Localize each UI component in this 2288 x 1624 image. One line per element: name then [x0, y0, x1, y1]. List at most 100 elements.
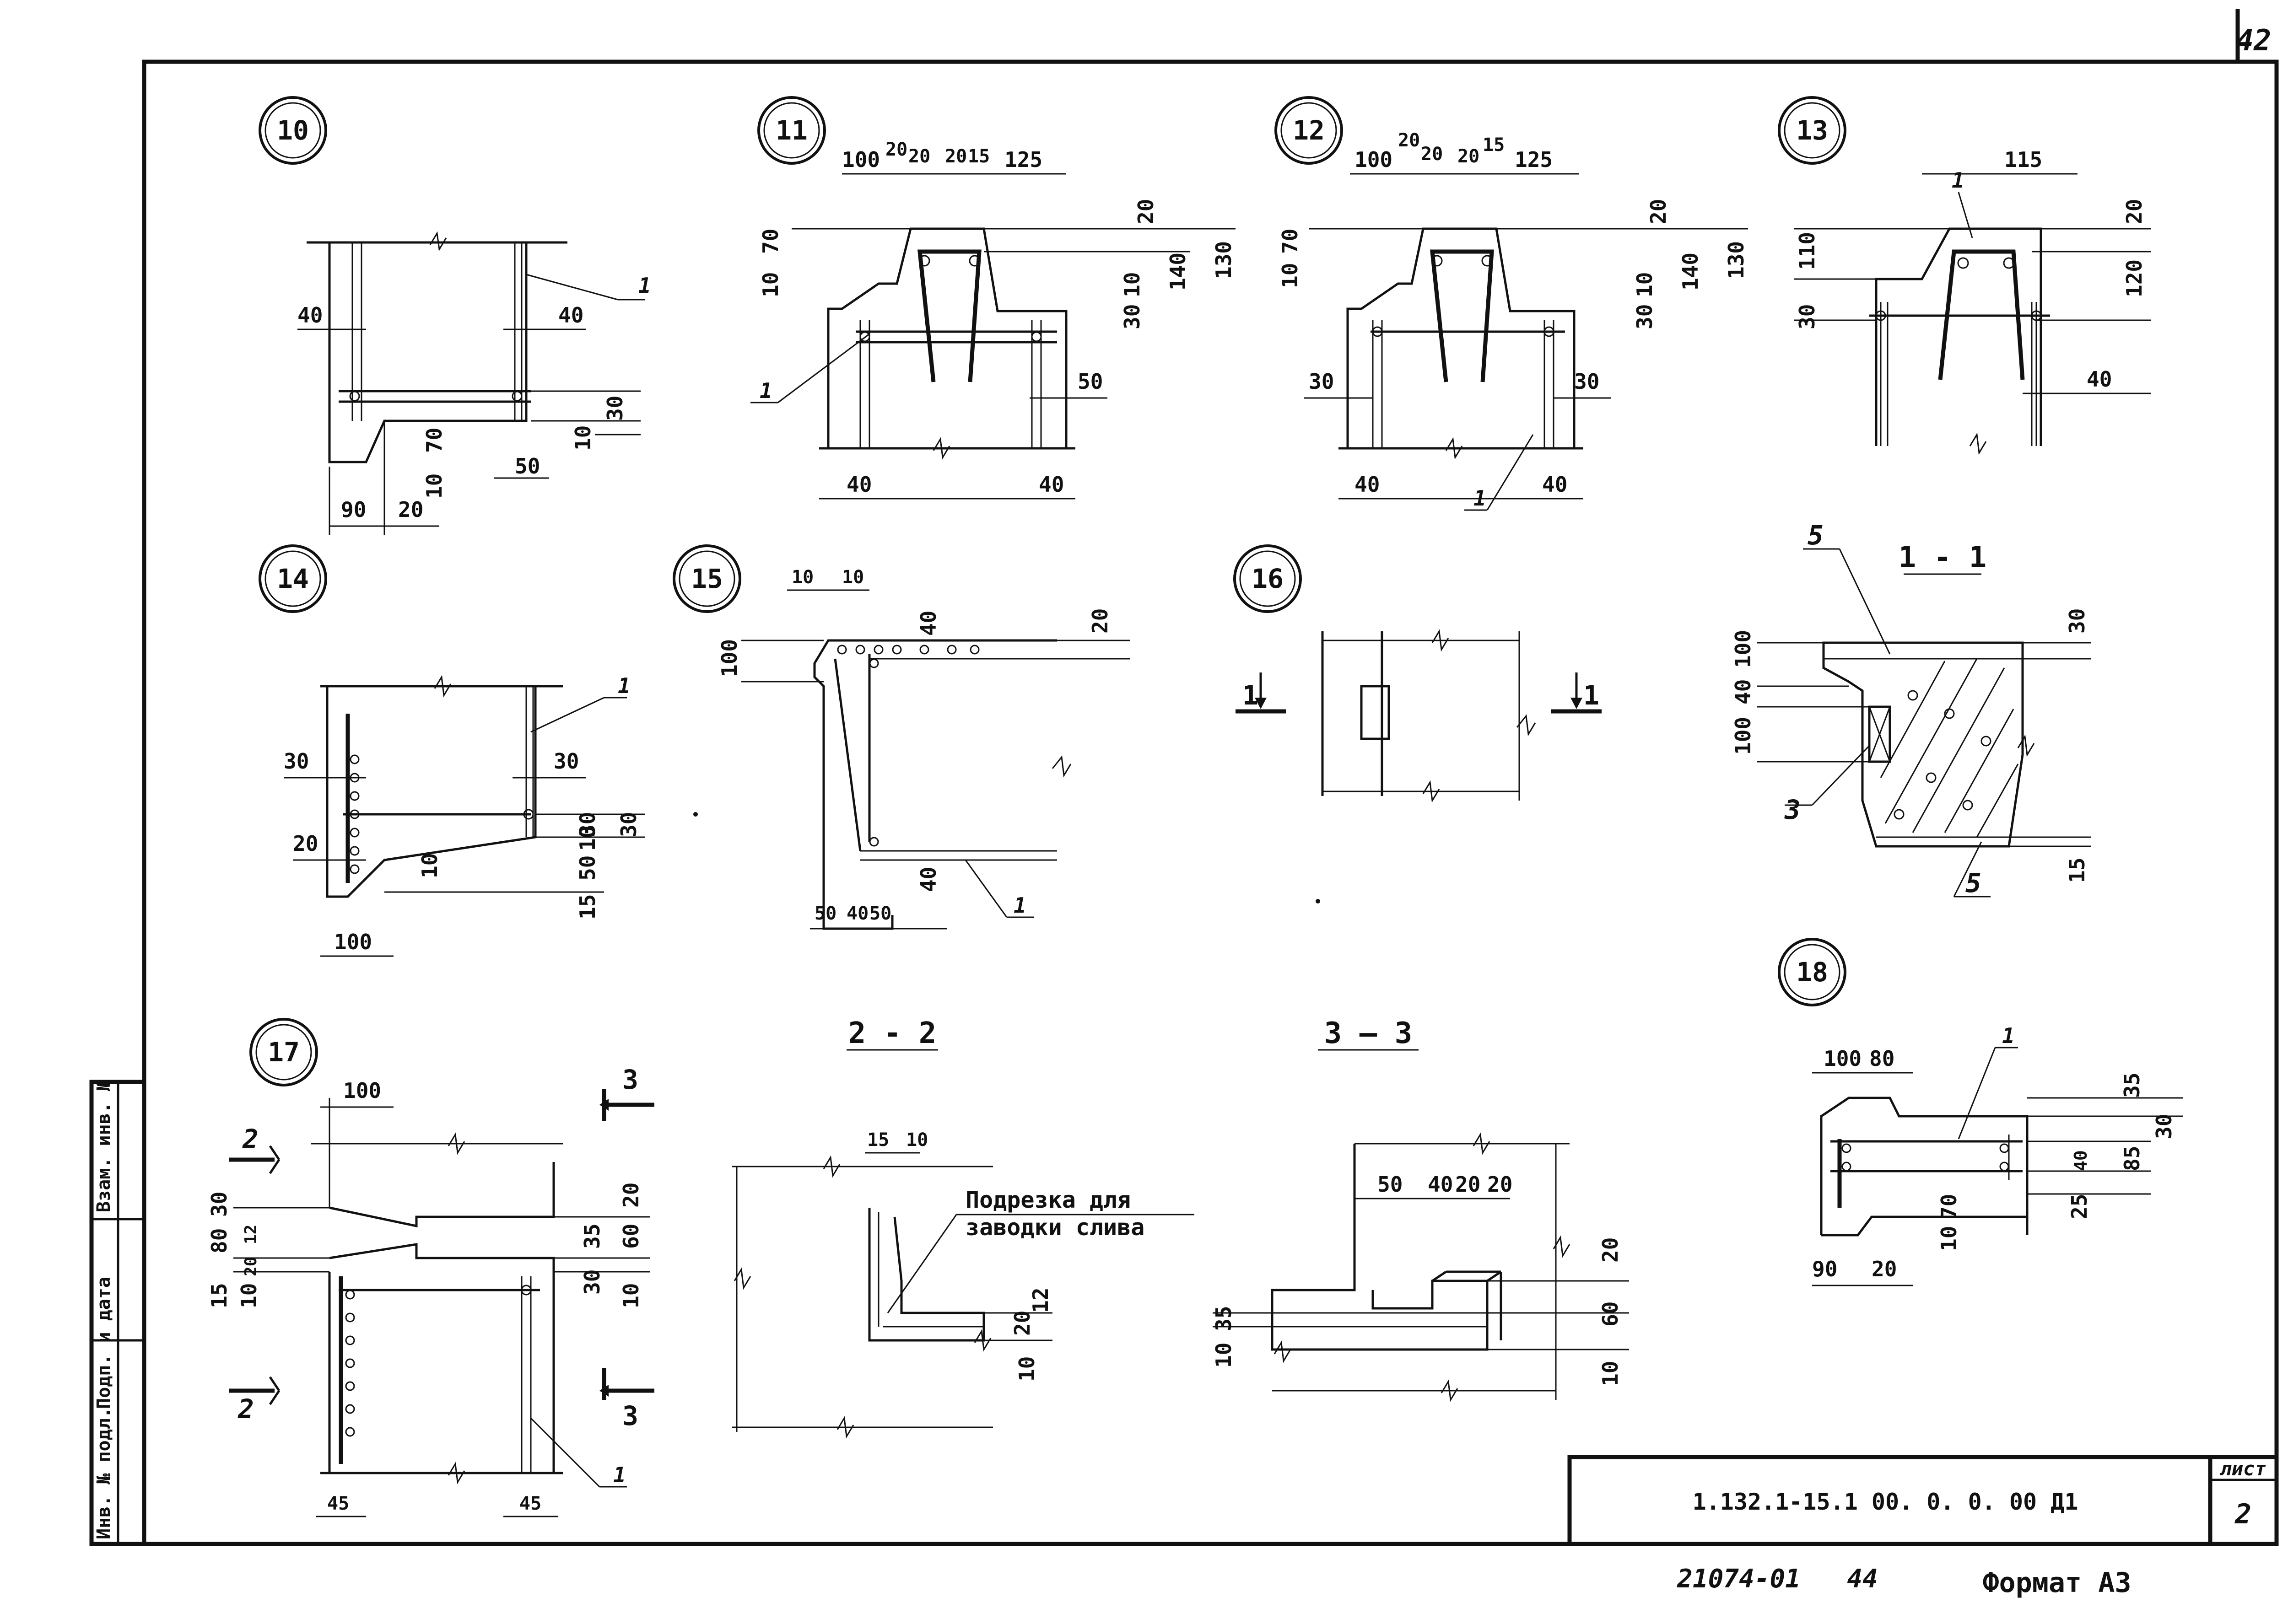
svg-text:20: 20: [619, 1183, 643, 1208]
node-16-drawing: 16 1 1: [1233, 544, 1602, 803]
node-11-drawing: 11 100 20 20 20 15 125 20 130 140 10 30 …: [750, 96, 1236, 500]
document-code: 1.132.1-15.1 00. 0. 0. 00 Д1: [1693, 1489, 2078, 1515]
svg-text:10: 10: [906, 1129, 928, 1151]
svg-text:15: 15: [867, 1129, 889, 1151]
svg-text:40: 40: [558, 303, 583, 328]
node-12-drawing: 12 100 20 20 20 15 125 20 130 140 10 30 …: [1274, 96, 1748, 511]
svg-text:115: 115: [2004, 147, 2042, 172]
node-13-label: 13: [1796, 115, 1828, 146]
svg-text:30: 30: [575, 812, 600, 837]
side-stamp-cell-replace: Взам. инв. №: [93, 1080, 114, 1212]
svg-text:40: 40: [916, 611, 941, 636]
svg-text:20: 20: [1646, 199, 1671, 224]
section-3-3-drawing: 3 — 3 50 40 20 20 20 60 35 10 10: [1211, 1016, 1629, 1402]
svg-text:30: 30: [616, 812, 641, 837]
svg-text:1: 1: [1952, 168, 1964, 193]
svg-text:20: 20: [1010, 1311, 1035, 1336]
svg-text:20: 20: [2122, 199, 2147, 224]
svg-text:100: 100: [717, 639, 742, 677]
page-number-bottom: 44: [1847, 1564, 1878, 1594]
svg-text:100: 100: [1824, 1046, 1862, 1071]
svg-text:40: 40: [847, 472, 872, 497]
svg-text:50: 50: [869, 903, 891, 924]
svg-text:100: 100: [343, 1078, 381, 1103]
svg-text:30: 30: [1795, 304, 1819, 329]
svg-text:70: 70: [422, 428, 447, 453]
svg-text:10: 10: [575, 826, 600, 851]
svg-text:3: 3: [1784, 794, 1801, 825]
svg-text:30: 30: [1120, 304, 1144, 329]
side-stamp-cell-inv: Инв. № подл.: [93, 1407, 114, 1539]
svg-text:100: 100: [1731, 630, 1755, 668]
node-14-label: 14: [277, 563, 309, 594]
svg-text:40: 40: [1354, 472, 1380, 497]
section-1-1-title: 1 - 1: [1899, 541, 1987, 575]
sheet-frame: [142, 9, 2279, 1546]
svg-text:80: 80: [207, 1228, 232, 1253]
svg-text:45: 45: [519, 1493, 541, 1514]
node-18-drawing: 18 100 80 1 35 30 40 85 25 70 10 90 20: [1778, 938, 2183, 1286]
svg-text:2: 2: [237, 1393, 254, 1425]
svg-text:130: 130: [1211, 241, 1236, 279]
svg-text:1: 1: [1014, 893, 1026, 918]
svg-text:20: 20: [1872, 1257, 1897, 1281]
svg-text:10: 10: [1632, 272, 1657, 297]
svg-text:100: 100: [1731, 717, 1755, 755]
svg-text:2: 2: [242, 1124, 259, 1155]
svg-text:5: 5: [1965, 867, 1981, 898]
svg-text:50: 50: [1078, 369, 1103, 394]
svg-text:50: 50: [1377, 1172, 1403, 1197]
svg-text:20: 20: [1398, 130, 1420, 151]
svg-text:140: 140: [1166, 253, 1190, 290]
side-stamp: Инв. № подл. Подп. и дата Взам. инв. №: [89, 1080, 146, 1546]
svg-text:20: 20: [1455, 1172, 1480, 1197]
node-17-drawing: 17 100 30 80 12 20 15 10 20 35 60 30 10: [207, 1018, 654, 1517]
svg-text:10: 10: [571, 425, 595, 451]
svg-text:30: 30: [284, 749, 309, 774]
svg-text:10: 10: [1937, 1226, 1961, 1251]
page-corner-number: 42: [2236, 24, 2271, 58]
svg-text:50: 50: [515, 454, 540, 479]
section-2-2-title: 2 - 2: [848, 1016, 937, 1050]
sheet-label: лист: [2219, 1457, 2266, 1480]
svg-text:20: 20: [1598, 1237, 1623, 1263]
section-2-2-drawing: 2 - 2 15 10 20 12 10 Подрезка для заводк…: [732, 1016, 1194, 1439]
svg-text:10: 10: [758, 272, 783, 297]
svg-text:1: 1: [638, 273, 651, 298]
svg-text:50: 50: [815, 903, 836, 924]
svg-text:70: 70: [758, 229, 783, 254]
node-10-label: 10: [277, 115, 309, 146]
svg-text:40: 40: [1039, 472, 1064, 497]
svg-text:40: 40: [2071, 1150, 2091, 1171]
inventory-number: 21074-01: [1677, 1564, 1801, 1594]
svg-text:125: 125: [1004, 147, 1042, 172]
cut-note-line1: Подрезка для: [966, 1187, 1131, 1213]
svg-text:30: 30: [2152, 1114, 2176, 1139]
svg-text:100: 100: [842, 147, 880, 172]
svg-text:90: 90: [341, 497, 366, 522]
svg-text:20: 20: [398, 497, 423, 522]
svg-text:20: 20: [908, 146, 930, 167]
svg-text:125: 125: [1515, 147, 1553, 172]
svg-text:1: 1: [1473, 486, 1486, 511]
svg-text:20: 20: [1133, 199, 1158, 224]
svg-text:10: 10: [1014, 1356, 1039, 1382]
node-18-label: 18: [1796, 957, 1828, 988]
svg-text:10: 10: [792, 567, 814, 588]
svg-text:30: 30: [1309, 369, 1334, 394]
svg-text:35: 35: [2120, 1073, 2144, 1098]
svg-text:20: 20: [1487, 1172, 1512, 1197]
svg-text:30: 30: [1574, 369, 1599, 394]
svg-text:25: 25: [2067, 1194, 2092, 1219]
svg-text:20: 20: [945, 146, 967, 167]
svg-text:40: 40: [916, 867, 941, 892]
svg-text:12: 12: [1028, 1288, 1053, 1313]
svg-text:5: 5: [1808, 520, 1824, 551]
svg-text:30: 30: [207, 1192, 232, 1217]
svg-text:10: 10: [417, 853, 442, 878]
svg-text:15: 15: [575, 894, 600, 920]
svg-text:1: 1: [613, 1463, 626, 1487]
section-3-3-title: 3 — 3: [1324, 1016, 1413, 1050]
svg-text:30: 30: [580, 1269, 604, 1295]
svg-text:40: 40: [1731, 679, 1755, 704]
